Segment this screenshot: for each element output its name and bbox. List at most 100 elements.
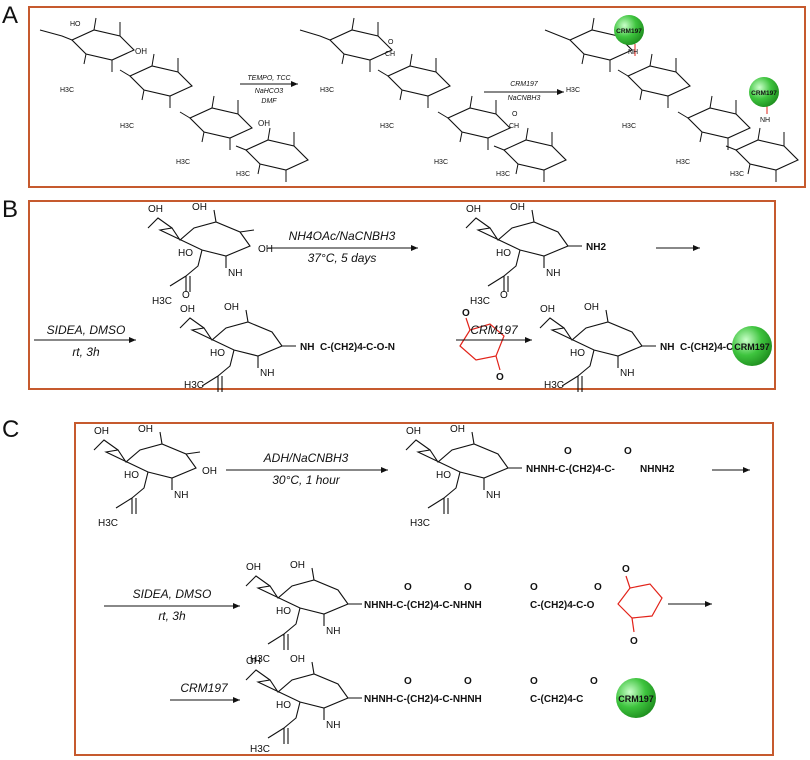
svg-text:O: O [622,564,630,575]
svg-text:OH: OH [94,426,109,437]
svg-text:O: O [404,676,412,687]
panel-b-crm-ball [732,326,772,366]
panel-c-ester-chain: C-(CH2)4-C-O [530,600,595,611]
svg-text:H3C: H3C [236,171,250,178]
panel-b-sugar-4 [539,309,656,392]
svg-text:HO: HO [276,700,291,711]
svg-text:H3C: H3C [60,87,74,94]
svg-text:NHNH-C-(CH2)4-C-: NHNH-C-(CH2)4-C- [526,464,615,475]
panel-a-crm-ball-1 [614,15,644,45]
panel-a-crm-ball-2 [749,77,779,107]
svg-text:O: O [182,290,190,301]
svg-text:O: O [530,582,538,593]
panel-b-step1-line1: NH4OAc/NaCNBH3 [289,229,396,243]
svg-text:HO: HO [178,248,193,259]
panel-b-nhs-ring [459,317,505,371]
svg-text:H3C: H3C [410,518,430,529]
panel-c-box [74,422,774,756]
svg-text:OH: OH [540,304,555,315]
svg-text:H3C: H3C [250,654,270,665]
panel-a-crm-label-2: CRM197 [751,90,777,97]
panel-a-ch-red-2: CH [509,123,519,130]
panel-c-nhnh2: NHNH2 [640,464,675,475]
svg-text:HO: HO [124,470,139,481]
panel-c-step1-line2: 30°C, 1 hour [272,473,341,487]
svg-text:OH: OH [290,654,305,665]
svg-text:OH: OH [290,560,305,571]
panel-a-o-red-1: O [388,39,394,46]
panel-c-sugar-4 [245,661,362,744]
panel-b-crm-label: CRM197 [734,342,770,352]
panel-c-sugar-3 [245,567,362,650]
svg-text:NH: NH [228,268,242,279]
svg-text:O: O [624,446,632,457]
svg-text:O: O [530,676,538,687]
panel-a-step1-line1: TEMPO, TCC [247,75,291,82]
panel-c-letter: C [2,416,20,443]
svg-text:H3C: H3C [622,123,636,130]
panel-a-o-red-2: O [512,111,518,118]
panel-b-nh2: NH2 [586,242,606,253]
panel-a-ch-red-1: CH [385,51,395,58]
panel-a-step2-line1: CRM197 [510,81,539,88]
svg-text:O: O [404,582,412,593]
panel-a-crm-label-1: CRM197 [616,28,642,35]
panel-c-crm-label: CRM197 [618,694,654,704]
panel-b-step1-line2: 37°C, 5 days [308,251,377,265]
svg-text:OH: OH [180,304,195,315]
svg-text:NH: NH [620,368,634,379]
panel-c-nhs-ring [617,575,663,633]
svg-text:H3C: H3C [320,87,334,94]
svg-text:H3C: H3C [152,296,172,307]
svg-text:HO: HO [436,470,451,481]
panel-a-oh-red-2: OH [258,119,270,128]
panel-b-letter: B [2,196,19,223]
panel-a-polysaccharide-1 [39,17,309,183]
panel-c-linker-chain-2: NHNH-C-(CH2)4-C-NHNH [364,600,482,611]
svg-text:H3C: H3C [566,87,580,94]
svg-text:OH: OH [510,202,525,213]
panel-b-box [28,200,776,390]
panel-a-box [28,6,806,188]
svg-text:H3C: H3C [380,123,394,130]
svg-text:O: O [590,676,598,687]
svg-text:OH: OH [138,424,153,435]
svg-text:OH: OH [202,466,217,477]
panel-c-linker-chain-3: NHNH-C-(CH2)4-C-NHNH [364,694,482,705]
svg-text:HO: HO [276,606,291,617]
panel-b-step2-line1: SIDEA, DMSO [47,323,126,337]
svg-text:H3C: H3C [250,744,270,755]
svg-text:O: O [496,372,504,383]
svg-text:NH: NH [546,268,560,279]
svg-text:OH: OH [584,302,599,313]
svg-text:OH: OH [246,562,261,573]
panel-b-linker-nh: NH [300,342,314,353]
svg-text:O: O [464,676,472,687]
panel-c-step1-line1: ADH/NaCNBH3 [263,451,349,465]
svg-text:HO: HO [70,21,81,28]
svg-text:HO: HO [496,248,511,259]
svg-text:H3C: H3C [730,171,744,178]
panel-b-scheme: OH OH HO NH OH O H3C NH4OAc/NaCNBH3 37°C… [34,202,700,392]
svg-text:O: O [462,308,470,319]
panel-c-step2-line2: rt, 3h [158,609,186,623]
svg-text:OH: OH [406,426,421,437]
panel-a-step2-line2: NaCNBH3 [508,95,541,102]
panel-b-step3-line1: CRM197 [470,323,519,337]
panel-b-sugar-3 [179,309,296,392]
panel-c-step2-line1: SIDEA, DMSO [133,587,212,601]
panel-a-nh-red-1: NH [628,49,638,56]
panel-c-step3-line1: CRM197 [180,681,229,695]
svg-text:H3C: H3C [98,518,118,529]
svg-text:H3C: H3C [120,123,134,130]
svg-text:H3C: H3C [470,296,490,307]
svg-text:H3C: H3C [184,380,204,391]
svg-text:H3C: H3C [496,171,510,178]
svg-text:C-(CH2)4-C: C-(CH2)4-C [530,694,583,705]
svg-text:HO: HO [570,348,585,359]
svg-text:OH: OH [450,424,465,435]
svg-text:H3C: H3C [544,380,564,391]
svg-text:NH: NH [326,626,340,637]
